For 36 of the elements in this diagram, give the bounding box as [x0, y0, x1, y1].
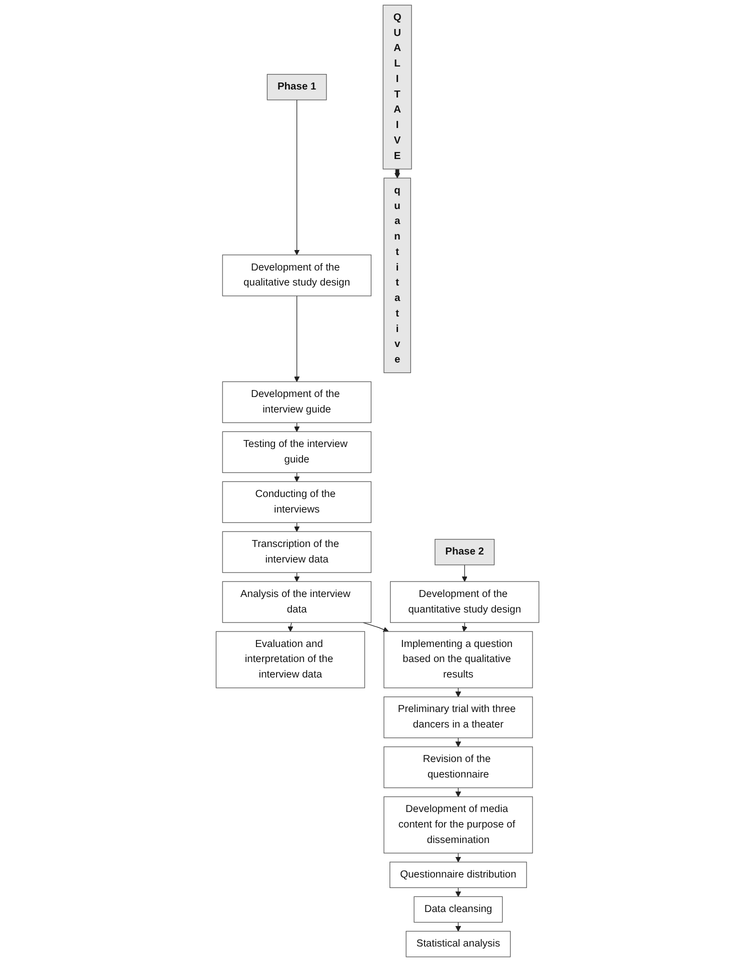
node-box: q u a n t i t a t i v e — [384, 178, 411, 374]
arrow — [294, 572, 300, 582]
node-box: Q U A L I T A I V E — [382, 4, 412, 170]
arrow — [455, 922, 461, 932]
arrow — [462, 622, 468, 632]
arrow — [294, 472, 300, 482]
node-box: Development of the qualitative study design — [222, 254, 372, 296]
node-box: Implementing a question based on the qualitative results — [384, 631, 533, 688]
arrow — [462, 564, 468, 582]
node-box: Transcription of the interview data — [222, 531, 372, 573]
node-box: Analysis of the interview data — [222, 581, 372, 623]
arrow — [455, 688, 461, 698]
node-box: Development of media content for the purpose of dissemination — [384, 796, 533, 854]
node-box: Testing of the interview guide — [222, 431, 372, 473]
node-box: Questionnaire distribution — [390, 862, 527, 888]
node-box: Phase 1 — [266, 74, 327, 100]
arrow — [362, 622, 389, 632]
node-box: Data cleansing — [414, 896, 503, 923]
node-box: Statistical analysis — [406, 930, 511, 958]
arrow — [294, 522, 300, 532]
arrow — [294, 100, 300, 256]
node-box: Development of the quantitative study design — [390, 581, 540, 623]
node-box: Evaluation and interpretation of the interview data — [216, 631, 365, 688]
node-box: Conducting of the interviews — [222, 481, 372, 523]
arrow — [394, 168, 400, 178]
arrow — [294, 422, 300, 432]
node-box: Development of the interview guide — [222, 381, 372, 424]
arrow — [288, 622, 294, 632]
arrow — [455, 787, 461, 797]
arrow — [455, 852, 461, 862]
arrow — [294, 296, 300, 382]
node-box: Revision of the questionnaire — [384, 746, 533, 788]
arrow — [455, 738, 461, 748]
arrow — [455, 887, 461, 897]
node-box: Preliminary trial with three dancers in a theater — [384, 696, 533, 738]
node-box: Phase 2 — [434, 538, 495, 566]
